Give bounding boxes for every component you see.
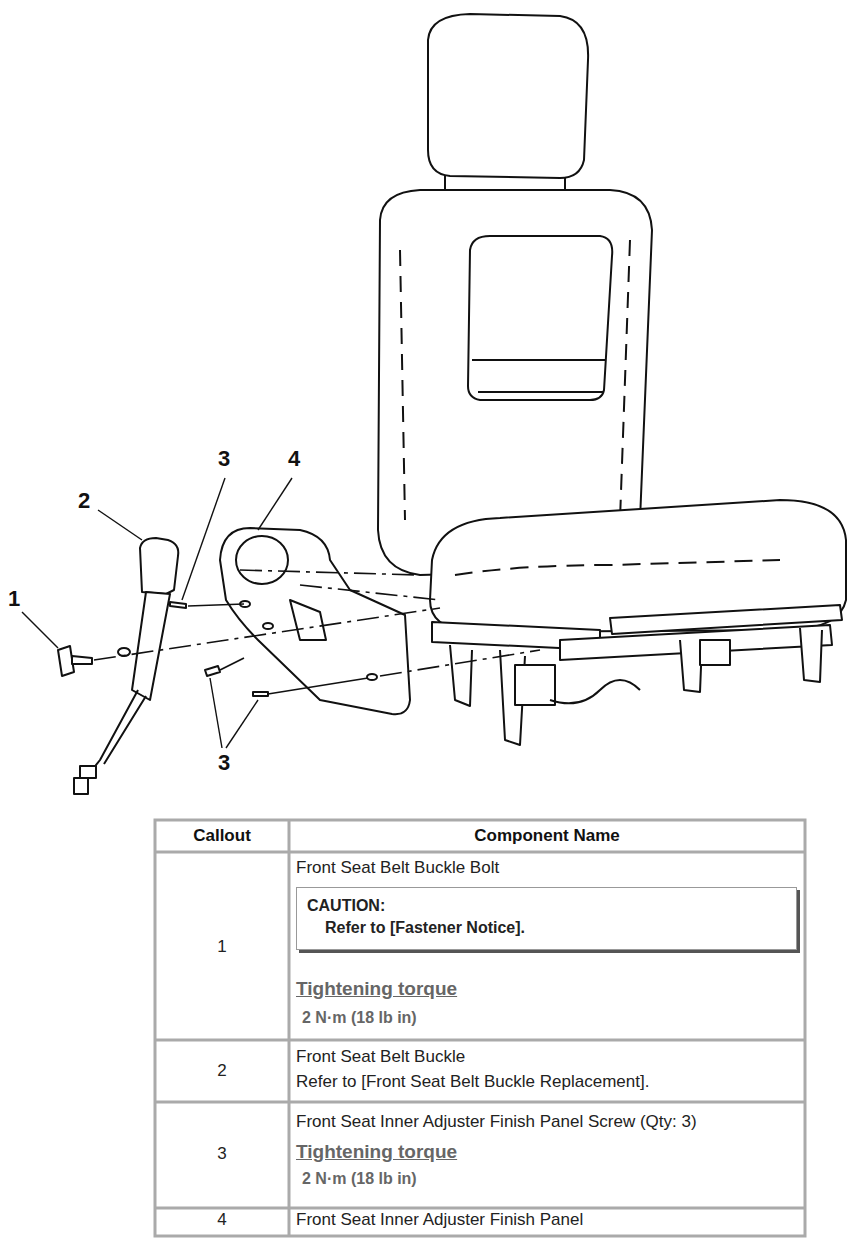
torque-heading: Tightening torque [296,1141,457,1164]
component-name: Front Seat Belt Buckle [296,1047,465,1067]
table-callout: 3 [157,1144,287,1164]
torque-value: 2 N·m (18 lb in) [302,1008,417,1027]
table-callout: 1 [157,937,287,957]
component-name: Front Seat Inner Adjuster Finish Panel [296,1210,583,1230]
table-header: Callout [157,826,287,846]
table-callout: 4 [157,1210,287,1230]
torque-value: 2 N·m (18 lb in) [302,1169,417,1188]
callout-number: 4 [282,446,306,472]
component-name: Front Seat Belt Buckle Bolt [296,858,499,878]
component-name: Front Seat Inner Adjuster Finish Panel S… [296,1112,697,1132]
table-callout: 2 [157,1061,287,1081]
callout-number: 1 [2,586,26,612]
torque-heading: Tightening torque [296,978,457,1001]
caution-text: Refer to [Fastener Notice]. [307,917,786,939]
table-header: Component Name [291,826,803,846]
caution-heading: CAUTION: [307,895,786,917]
callout-number: 2 [72,488,96,514]
reference-note: Refer to [Front Seat Belt Buckle Replace… [296,1072,649,1092]
callout-number: 3 [212,750,236,776]
caution-box: CAUTION:Refer to [Fastener Notice]. [296,887,797,950]
callout-number: 3 [212,446,236,472]
